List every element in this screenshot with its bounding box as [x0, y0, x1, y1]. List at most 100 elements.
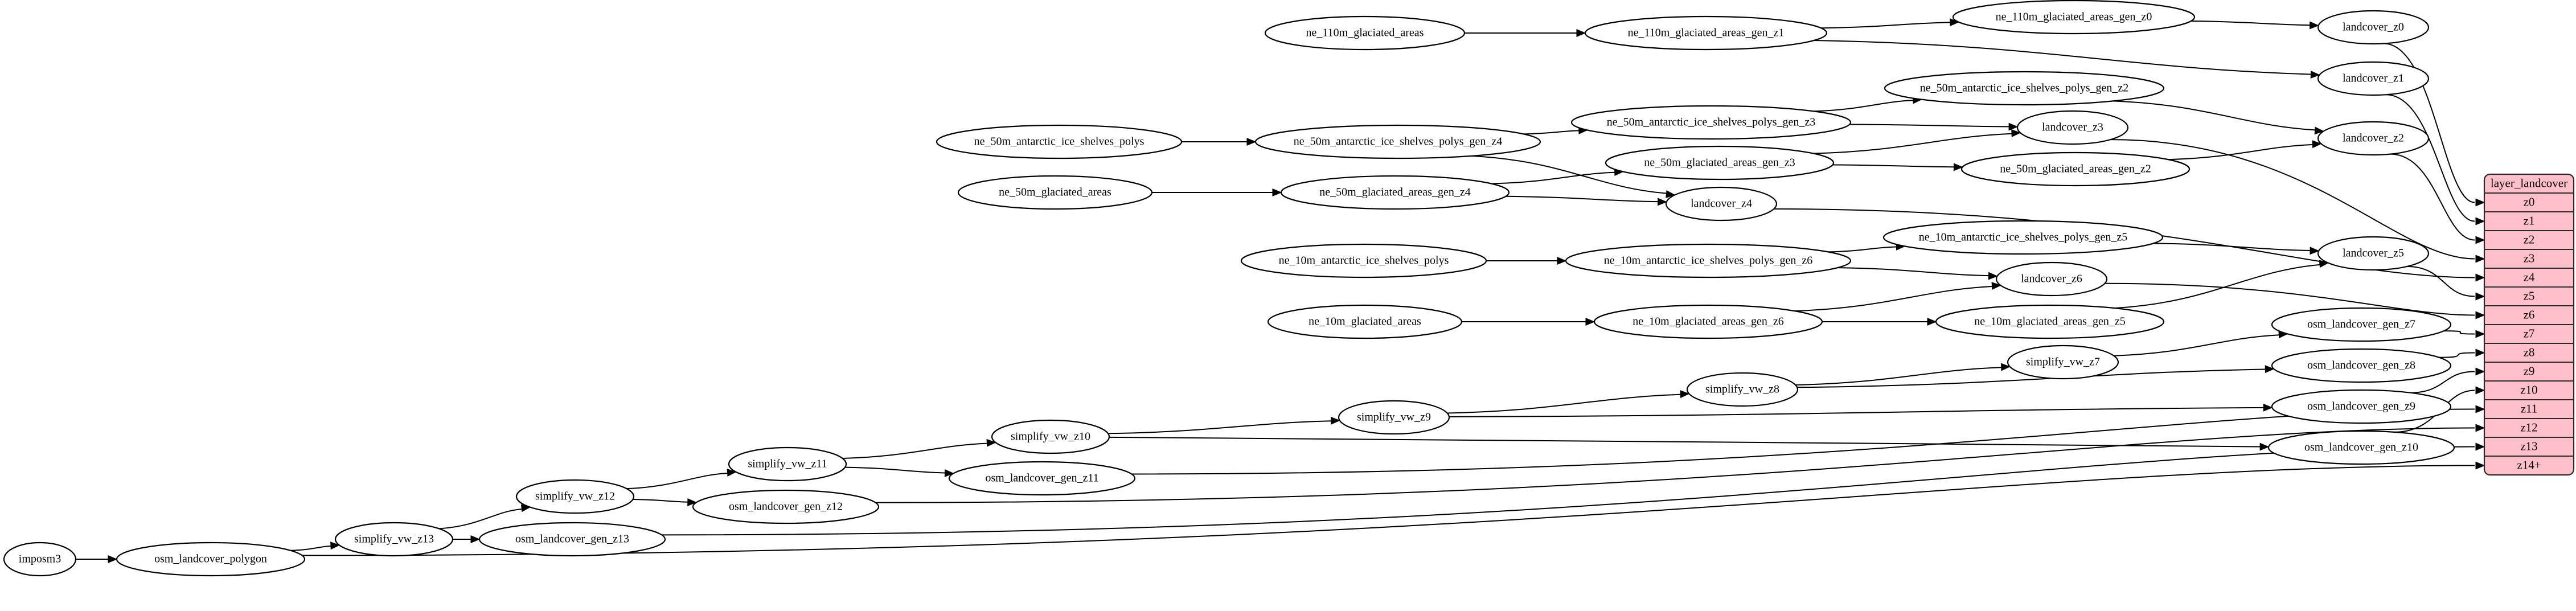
- node-ne_10m_antarctic_ice_shelves_polys_gen_z5[interactable]: ne_10m_antarctic_ice_shelves_polys_gen_z…: [1882, 220, 2164, 255]
- node-osm_landcover_gen_z10[interactable]: osm_landcover_gen_z10: [2267, 430, 2455, 465]
- node-ne_50m_antarctic_ice_shelves_polys[interactable]: ne_50m_antarctic_ice_shelves_polys: [936, 124, 1183, 159]
- node-landcover_z6[interactable]: landcover_z6: [1995, 261, 2108, 297]
- node-ne_10m_glaciated_areas_gen_z6[interactable]: ne_10m_glaciated_areas_gen_z6: [1593, 304, 1823, 339]
- node-label: landcover_z5: [2343, 247, 2404, 260]
- node-ne_50m_antarctic_ice_shelves_polys_gen_z4[interactable]: ne_50m_antarctic_ice_shelves_polys_gen_z…: [1254, 124, 1541, 159]
- node-label: simplify_vw_z11: [748, 458, 827, 470]
- node-landcover_z2[interactable]: landcover_z2: [2317, 121, 2430, 156]
- edge-ne_10m_glaciated_areas_gen_z6--to--landcover_z6: [1794, 282, 2001, 312]
- node-ne_50m_glaciated_areas_gen_z3[interactable]: ne_50m_glaciated_areas_gen_z3: [1605, 145, 1835, 181]
- node-shape: [2271, 389, 2452, 424]
- node-simplify_vw_z7[interactable]: simplify_vw_z7: [2007, 345, 2119, 380]
- node-shape: [2016, 110, 2129, 145]
- edge-arrowhead: [108, 555, 118, 563]
- record-row-z7[interactable]: z7: [2524, 326, 2535, 340]
- record-row-z12[interactable]: z12: [2520, 420, 2537, 434]
- edge-arrowhead: [2000, 363, 2011, 371]
- node-shape: [2317, 10, 2430, 45]
- node-label: ne_50m_glaciated_areas: [999, 186, 1111, 199]
- record-row-z0[interactable]: z0: [2524, 195, 2535, 208]
- node-landcover_z5[interactable]: landcover_z5: [2317, 236, 2430, 271]
- node-ne_50m_antarctic_ice_shelves_polys_gen_z2[interactable]: ne_50m_antarctic_ice_shelves_polys_gen_z…: [1884, 71, 2165, 106]
- node-ne_10m_glaciated_areas[interactable]: ne_10m_glaciated_areas: [1267, 304, 1463, 339]
- node-simplify_vw_z12[interactable]: simplify_vw_z12: [515, 479, 635, 514]
- node-osm_landcover_gen_z11[interactable]: osm_landcover_gen_z11: [948, 461, 1136, 496]
- record-row-z11[interactable]: z11: [2521, 401, 2538, 415]
- node-shape: [1267, 304, 1463, 339]
- node-ne_50m_glaciated_areas[interactable]: ne_50m_glaciated_areas: [957, 175, 1153, 210]
- node-landcover_z1[interactable]: landcover_z1: [2317, 61, 2430, 96]
- node-ne_50m_glaciated_areas_gen_z4[interactable]: ne_50m_glaciated_areas_gen_z4: [1280, 175, 1510, 210]
- edge-arrowhead: [1557, 257, 1567, 265]
- node-osm_landcover_polygon[interactable]: osm_landcover_polygon: [116, 542, 306, 577]
- edge-simplify_vw_z11--to--osm_landcover_gen_z11: [845, 466, 954, 477]
- node-ne_10m_antarctic_ice_shelves_polys[interactable]: ne_10m_antarctic_ice_shelves_polys: [1240, 243, 1487, 278]
- node-osm_landcover_gen_z13[interactable]: osm_landcover_gen_z13: [478, 522, 666, 557]
- node-ne_110m_glaciated_areas_gen_z0[interactable]: ne_110m_glaciated_areas_gen_z0: [1952, 0, 2196, 35]
- node-landcover_z4[interactable]: landcover_z4: [1665, 186, 1778, 222]
- node-simplify_vw_z13[interactable]: simplify_vw_z13: [334, 522, 454, 557]
- node-osm_landcover_gen_z12[interactable]: osm_landcover_gen_z12: [692, 489, 880, 524]
- record-row-z8[interactable]: z8: [2524, 345, 2535, 359]
- edge-line: [633, 498, 688, 503]
- edge-line: [1447, 393, 1681, 414]
- node-label: osm_landcover_gen_z9: [2307, 400, 2415, 413]
- node-osm_landcover_gen_z9[interactable]: osm_landcover_gen_z9: [2271, 389, 2452, 424]
- record-row-z1[interactable]: z1: [2524, 214, 2535, 227]
- node-shape: [1882, 220, 2164, 255]
- node-osm_landcover_gen_z8[interactable]: osm_landcover_gen_z8: [2271, 348, 2452, 383]
- record-row-z10[interactable]: z10: [2520, 383, 2537, 396]
- node-simplify_vw_z9[interactable]: simplify_vw_z9: [1338, 400, 1450, 435]
- edge-line: [2113, 100, 2315, 131]
- edge-simplify_vw_z13--to--osm_landcover_gen_z13: [453, 535, 481, 543]
- edge-line: [2385, 94, 2475, 222]
- record-node-layer-landcover[interactable]: layer_landcoverz0z1z2z3z4z5z6z7z8z9z10z1…: [2483, 173, 2575, 476]
- node-ne_50m_glaciated_areas_gen_z2[interactable]: ne_50m_glaciated_areas_gen_z2: [1960, 151, 2191, 187]
- node-simplify_vw_z8[interactable]: simplify_vw_z8: [1686, 372, 1799, 407]
- node-label: osm_landcover_gen_z13: [515, 533, 629, 546]
- edge-ne_50m_antarctic_ice_shelves_polys_gen_z4--to--landcover_z4: [1471, 155, 1676, 198]
- node-shape: [1254, 124, 1541, 159]
- node-ne_50m_antarctic_ice_shelves_polys_gen_z3[interactable]: ne_50m_antarctic_ice_shelves_polys_gen_z…: [1570, 105, 1852, 140]
- edge-arrowhead: [1246, 138, 1257, 146]
- node-shape: [2267, 430, 2455, 465]
- record-row-z6[interactable]: z6: [2524, 307, 2535, 321]
- edge-line: [2105, 282, 2475, 316]
- edge-arrowhead: [1680, 390, 1690, 399]
- record-row-z5[interactable]: z5: [2524, 289, 2535, 302]
- node-label: landcover_z4: [1691, 198, 1752, 210]
- node-shape: [3, 542, 77, 577]
- node-osm_landcover_gen_z7[interactable]: osm_landcover_gen_z7: [2271, 307, 2452, 342]
- node-ne_110m_glaciated_areas_gen_z1[interactable]: ne_110m_glaciated_areas_gen_z1: [1584, 15, 1828, 51]
- record-row-z13[interactable]: z13: [2520, 439, 2537, 453]
- record-row-z9[interactable]: z9: [2524, 364, 2535, 378]
- node-ne_10m_antarctic_ice_shelves_polys_gen_z6[interactable]: ne_10m_antarctic_ice_shelves_polys_gen_z…: [1565, 243, 1852, 278]
- node-landcover_z0[interactable]: landcover_z0: [2317, 10, 2430, 45]
- edge-ne_50m_glaciated_areas_gen_z4--to--landcover_z4: [1506, 195, 1667, 206]
- record-row-z14+[interactable]: z14+: [2517, 458, 2541, 471]
- node-label: ne_50m_antarctic_ice_shelves_polys_gen_z…: [1920, 82, 2129, 95]
- edge-line: [1774, 208, 2475, 278]
- edge-arrowhead: [2475, 217, 2485, 225]
- edge-line: [1109, 436, 2261, 448]
- edge-arrowhead: [2475, 367, 2485, 376]
- node-ne_110m_glaciated_areas[interactable]: ne_110m_glaciated_areas: [1264, 15, 1466, 51]
- node-landcover_z3[interactable]: landcover_z3: [2016, 110, 2129, 145]
- node-label: ne_10m_antarctic_ice_shelves_polys_gen_z…: [1919, 231, 2128, 244]
- node-simplify_vw_z10[interactable]: simplify_vw_z10: [991, 419, 1110, 454]
- node-ne_10m_glaciated_areas_gen_z5[interactable]: ne_10m_glaciated_areas_gen_z5: [1935, 304, 2165, 339]
- edge-line: [2407, 265, 2475, 297]
- record-row-z4[interactable]: z4: [2524, 270, 2535, 284]
- edge-arrowhead: [2011, 129, 2021, 137]
- record-row-z3[interactable]: z3: [2524, 251, 2535, 265]
- record-row-z2[interactable]: z2: [2524, 232, 2535, 246]
- edge-ne_110m_glaciated_areas_gen_z1--to--ne_110m_glaciated_areas_gen_z0: [1821, 18, 1960, 29]
- edge-arrowhead: [2312, 140, 2322, 149]
- edge-line: [2191, 20, 2310, 26]
- node-imposm3[interactable]: imposm3: [3, 542, 77, 577]
- node-shape: [2007, 345, 2119, 380]
- node-shape: [1593, 304, 1823, 339]
- node-shape: [1338, 400, 1450, 435]
- node-simplify_vw_z11[interactable]: simplify_vw_z11: [728, 446, 847, 482]
- node-shape: [1240, 243, 1487, 278]
